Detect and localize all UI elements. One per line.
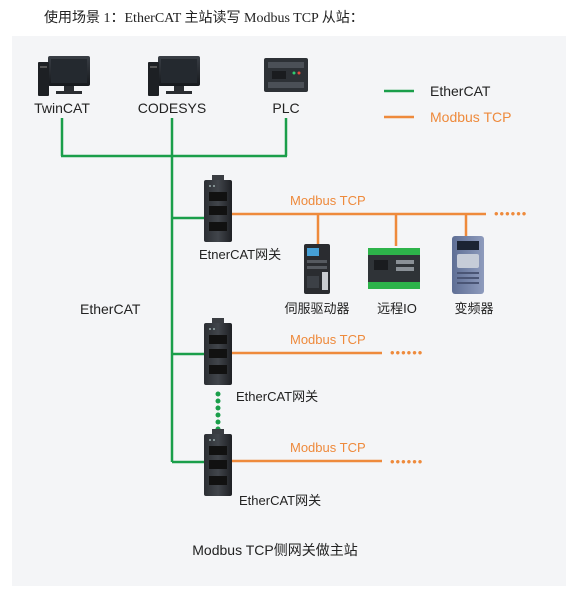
- legend-ethercat-label: EtherCAT: [430, 83, 491, 99]
- legend: EtherCAT Modbus TCP: [384, 83, 511, 125]
- servo-drive-icon: [304, 244, 330, 294]
- slave-label-inverter: 变频器: [454, 301, 493, 316]
- ethercat-wiring: [60, 118, 288, 464]
- gateway-label-2: EtherCAT网关: [236, 389, 318, 404]
- ethercat-daisy-chain-dots: [215, 391, 221, 432]
- plc-controller-icon: [264, 58, 308, 92]
- gateway-modbus-label-1: Modbus TCP: [290, 193, 366, 208]
- gateway-device-icon: [204, 429, 232, 496]
- desktop-pc-icon: [38, 56, 90, 96]
- gateway-modbus-label-3: Modbus TCP: [290, 440, 366, 455]
- diagram-frame: [12, 36, 566, 586]
- diagram-caption: Modbus TCP侧网关做主站: [192, 542, 357, 558]
- legend-modbus-label: Modbus TCP: [430, 109, 511, 125]
- page-heading: 使用场景 1：EtherCAT 主站读写 Modbus TCP 从站：: [44, 11, 364, 26]
- gateway-device-icon: [204, 318, 232, 385]
- slave-label-remote-io: 远程IO: [377, 301, 417, 316]
- gateway-label-1: EtnerCAT网关: [199, 247, 281, 262]
- inverter-icon: [452, 236, 484, 294]
- slave-label-servo: 伺服驱动器: [284, 301, 349, 316]
- master-label-plc: PLC: [272, 100, 299, 116]
- master-label-codesys: CODESYS: [138, 100, 206, 116]
- bus-label: EtherCAT: [80, 301, 141, 317]
- gateway-label-3: EtherCAT网关: [239, 493, 321, 508]
- more-devices-ellipsis-1: ••••••: [494, 206, 527, 221]
- master-label-twincat: TwinCAT: [34, 100, 90, 116]
- gateway-modbus-label-2: Modbus TCP: [290, 332, 366, 347]
- more-devices-ellipsis-2: ••••••: [390, 345, 423, 360]
- more-devices-ellipsis-3: ••••••: [390, 454, 423, 469]
- gateway-device-icon: [204, 175, 232, 242]
- modbus-wiring: [232, 212, 486, 463]
- remote-io-icon: [368, 248, 420, 289]
- desktop-pc-icon: [148, 56, 200, 96]
